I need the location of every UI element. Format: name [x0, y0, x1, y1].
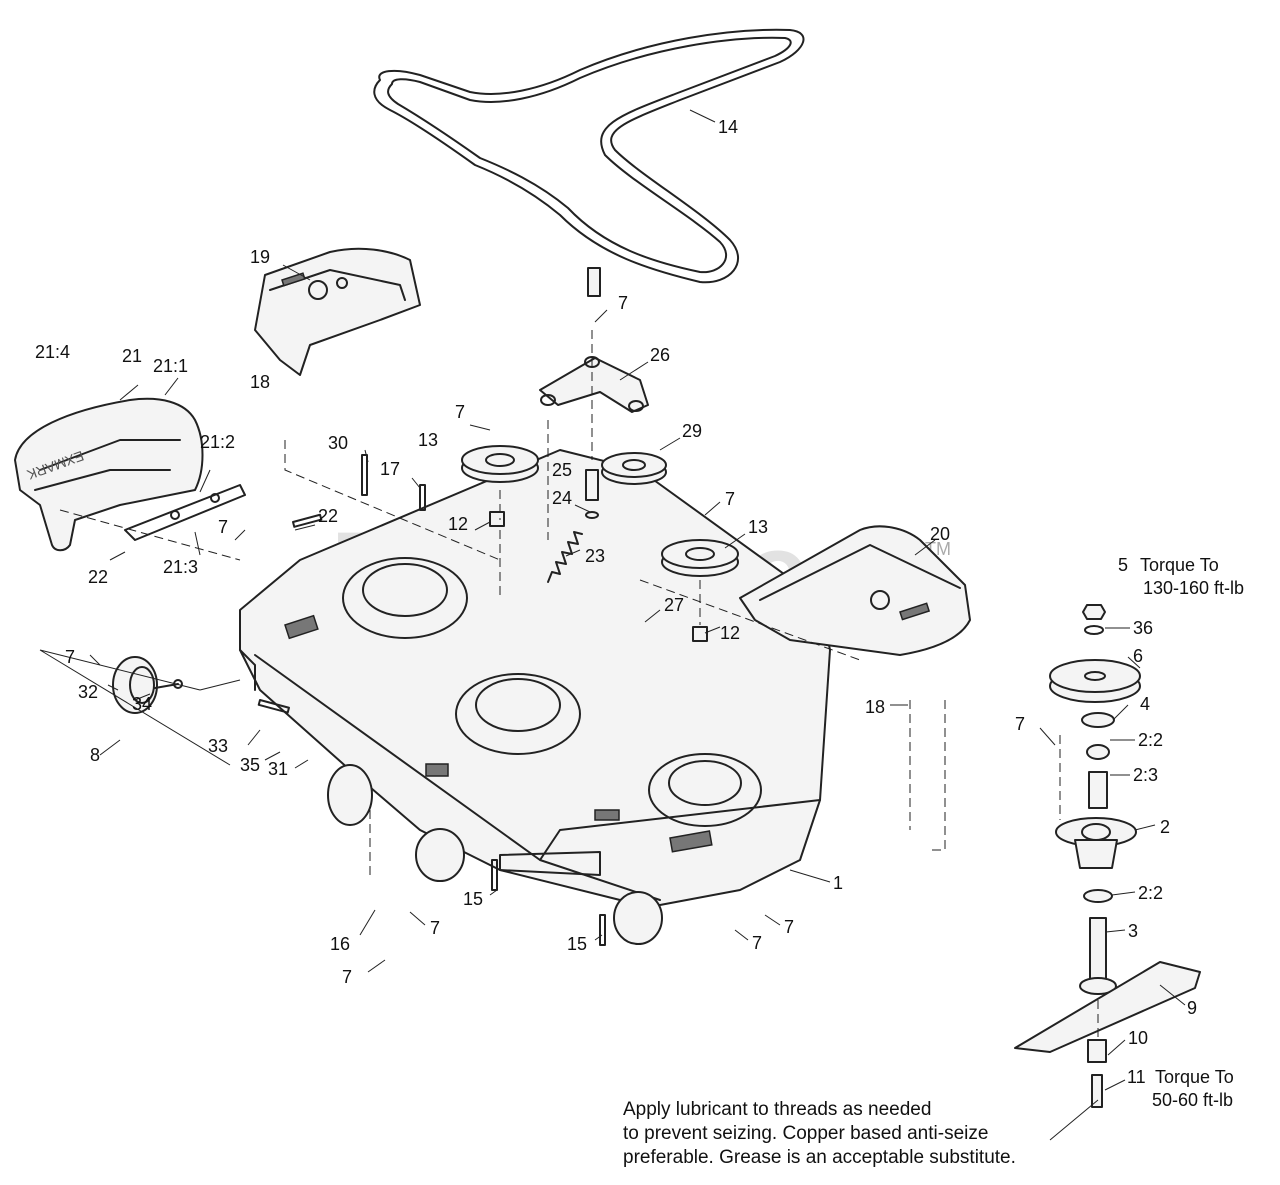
- torque-note-5: Torque To 130-160 ft-lb: [1140, 555, 1244, 598]
- callout-21-1: 21:1: [153, 356, 188, 376]
- pulley-13-left: [461, 445, 539, 483]
- pulley-13-right: [661, 539, 739, 577]
- callout-24: 24: [552, 488, 572, 508]
- fasteners: [257, 267, 708, 946]
- callout-22: 22: [88, 567, 108, 587]
- callout-2-2: 2:2: [1138, 730, 1163, 750]
- callout-6: 6: [1133, 646, 1143, 666]
- callout-18: 18: [865, 697, 885, 717]
- group-8-bracket: [39, 649, 241, 766]
- callout-9: 9: [1187, 998, 1197, 1018]
- spindle-assembly: [1014, 604, 1201, 1108]
- callout-22: 22: [318, 506, 338, 526]
- callout-21-2: 21:2: [200, 432, 235, 452]
- leader-lines: [89, 109, 1186, 1141]
- callout-35: 35: [240, 755, 260, 775]
- callout-34: 34: [132, 694, 152, 714]
- callout-7: 7: [455, 402, 465, 422]
- callout-7: 7: [725, 489, 735, 509]
- callout-5: 5: [1118, 555, 1128, 575]
- callout-31: 31: [268, 759, 288, 779]
- assembly-lines: [59, 330, 1099, 1040]
- callout-14: 14: [718, 117, 738, 137]
- torque-11-line1: Torque To: [1155, 1067, 1234, 1087]
- callout-labels: 14 19 7 26 21:4 21 21:1 18 7 13 29 30 17…: [35, 117, 1197, 1087]
- callout-8: 8: [90, 745, 100, 765]
- callout-7: 7: [618, 293, 628, 313]
- callout-21: 21: [122, 346, 142, 366]
- callout-12: 12: [720, 623, 740, 643]
- callout-7: 7: [1015, 714, 1025, 734]
- callout-7: 7: [342, 967, 352, 987]
- callout-17: 17: [380, 459, 400, 479]
- callout-16: 16: [330, 934, 350, 954]
- idler-arm: [539, 356, 649, 413]
- shield-bracket: [124, 484, 246, 541]
- callout-15: 15: [567, 934, 587, 954]
- callout-7: 7: [218, 517, 228, 537]
- torque-note-11: Torque To 50-60 ft-lb: [1152, 1067, 1234, 1110]
- callout-7: 7: [65, 647, 75, 667]
- callout-15: 15: [463, 889, 483, 909]
- right-belt-cover: [739, 525, 971, 656]
- callout-27: 27: [664, 595, 684, 615]
- callout-23: 23: [585, 546, 605, 566]
- callout-7: 7: [784, 917, 794, 937]
- callout-32: 32: [78, 682, 98, 702]
- callout-4: 4: [1140, 694, 1150, 714]
- lubricant-note-line1: Apply lubricant to threads as needed: [623, 1099, 931, 1120]
- callout-1: 1: [833, 873, 843, 893]
- torque-5-line2: 130-160 ft-lb: [1143, 578, 1244, 598]
- callout-11: 11: [1127, 1067, 1146, 1087]
- callout-21-3: 21:3: [163, 557, 198, 577]
- pulley-29: [601, 452, 667, 485]
- callout-30: 30: [328, 433, 348, 453]
- callout-10: 10: [1128, 1028, 1148, 1048]
- torque-11-line2: 50-60 ft-lb: [1152, 1090, 1233, 1110]
- callout-29: 29: [682, 421, 702, 441]
- callout-19: 19: [250, 247, 270, 267]
- callout-12: 12: [448, 514, 468, 534]
- lubricant-note-line3: preferable. Grease is an acceptable subs…: [623, 1147, 1016, 1168]
- spring: [547, 531, 583, 583]
- callout-13: 13: [418, 430, 438, 450]
- callout-7: 7: [752, 933, 762, 953]
- belt: [373, 28, 805, 284]
- callout-26: 26: [650, 345, 670, 365]
- callout-21-4: 21:4: [35, 342, 70, 362]
- callout-13: 13: [748, 517, 768, 537]
- lubricant-note-line2: to prevent seizing. Copper based anti-se…: [623, 1123, 988, 1144]
- lubricant-note: Apply lubricant to threads as needed to …: [623, 1099, 1016, 1168]
- callout-25: 25: [552, 460, 572, 480]
- callout-2: 2: [1160, 817, 1170, 837]
- callout-7: 7: [430, 918, 440, 938]
- callout-20: 20: [930, 524, 950, 544]
- anti-scalp-wheels: [327, 764, 663, 945]
- callout-33: 33: [208, 736, 228, 756]
- callout-2-3: 2:3: [1133, 765, 1158, 785]
- callout-18: 18: [250, 372, 270, 392]
- callout-36: 36: [1133, 618, 1153, 638]
- torque-5-line1: Torque To: [1140, 555, 1219, 575]
- callout-3: 3: [1128, 921, 1138, 941]
- callout-2-2: 2:2: [1138, 883, 1163, 903]
- left-belt-cover: [254, 247, 421, 376]
- left-deck-shield: EXMARK: [14, 397, 204, 552]
